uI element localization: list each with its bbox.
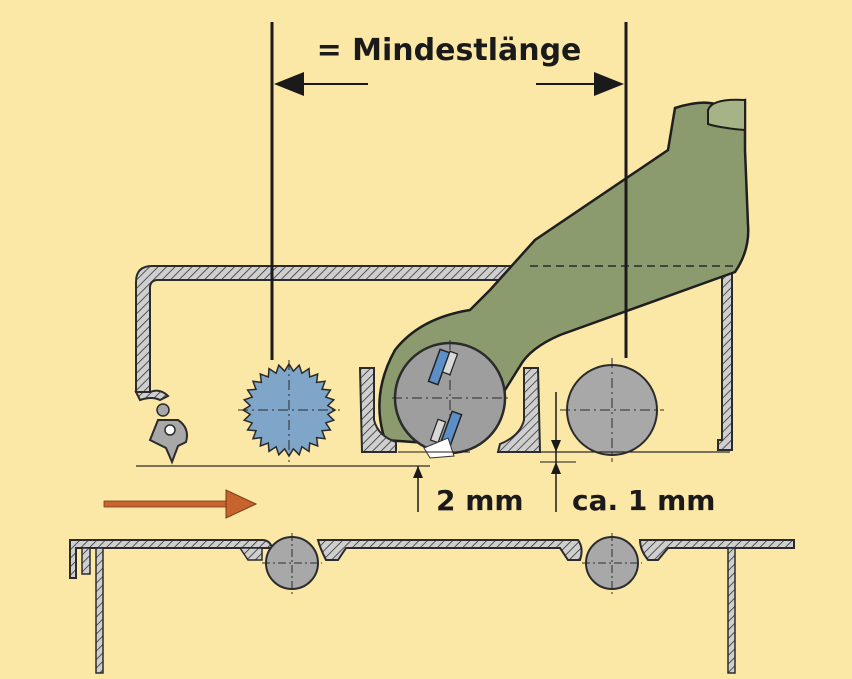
housing-hook: [134, 389, 170, 402]
guard-arm-nozzle: [707, 98, 746, 132]
min-length-label: = Mindestlänge: [317, 33, 582, 68]
table-leg-right: [727, 547, 736, 674]
dimension-arrow-icon: [274, 72, 624, 96]
table-left-lip: [81, 547, 91, 575]
table-leg-left: [95, 547, 104, 674]
gap-2mm-label: 2 mm: [436, 484, 524, 517]
gap-1mm-label: ca. 1 mm: [572, 484, 715, 517]
knife-clamp-upper: [441, 350, 459, 376]
wood-chip: [423, 437, 455, 459]
gap-1mm-dimension: [540, 392, 576, 512]
knife-clamp-lower: [429, 418, 447, 444]
anti-kickback-finger: [148, 403, 188, 465]
infeed-table-rib: [238, 547, 263, 561]
pressure-shoe-left: [358, 367, 397, 453]
pressure-shoe-right: [496, 367, 542, 453]
arrow-right-icon: [103, 489, 258, 519]
gap-2mm-dimension: [398, 451, 470, 512]
middle-table: [316, 539, 583, 561]
